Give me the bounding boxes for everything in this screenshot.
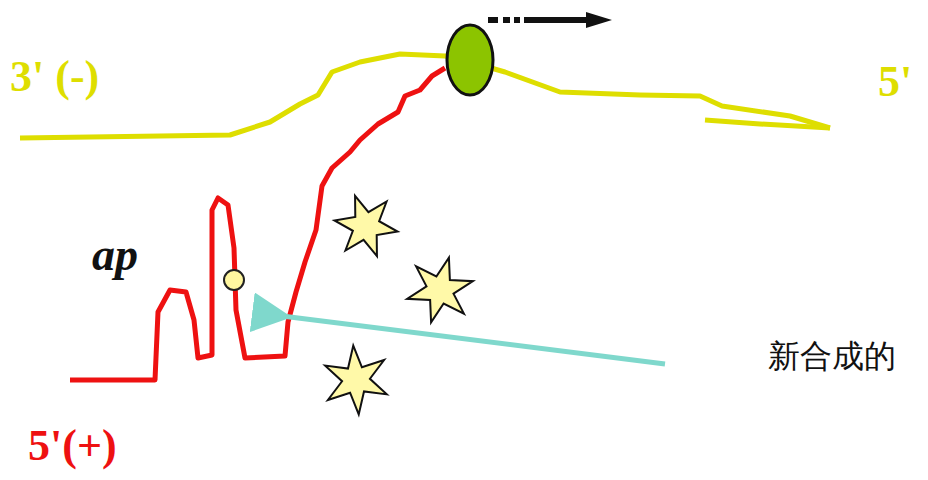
strand-end-label: 3' (-) [10, 55, 99, 99]
starburst [400, 253, 481, 327]
starburst [330, 193, 403, 259]
ap-site [224, 270, 244, 290]
arrow-dash [488, 17, 520, 23]
template-strand-end [705, 120, 830, 128]
new-strand [70, 68, 445, 380]
direction-arrow [524, 17, 590, 23]
note-text: 新合成的 [768, 340, 896, 372]
site-label: ap [92, 232, 138, 278]
pointer-arrow [282, 316, 665, 364]
strand-end-label: 5' [878, 60, 912, 104]
template-strand [20, 54, 830, 138]
polymerase [447, 25, 493, 95]
direction-arrow-head [586, 12, 612, 28]
strand-end-label: 5'(+) [28, 424, 117, 468]
starburst [313, 338, 400, 421]
